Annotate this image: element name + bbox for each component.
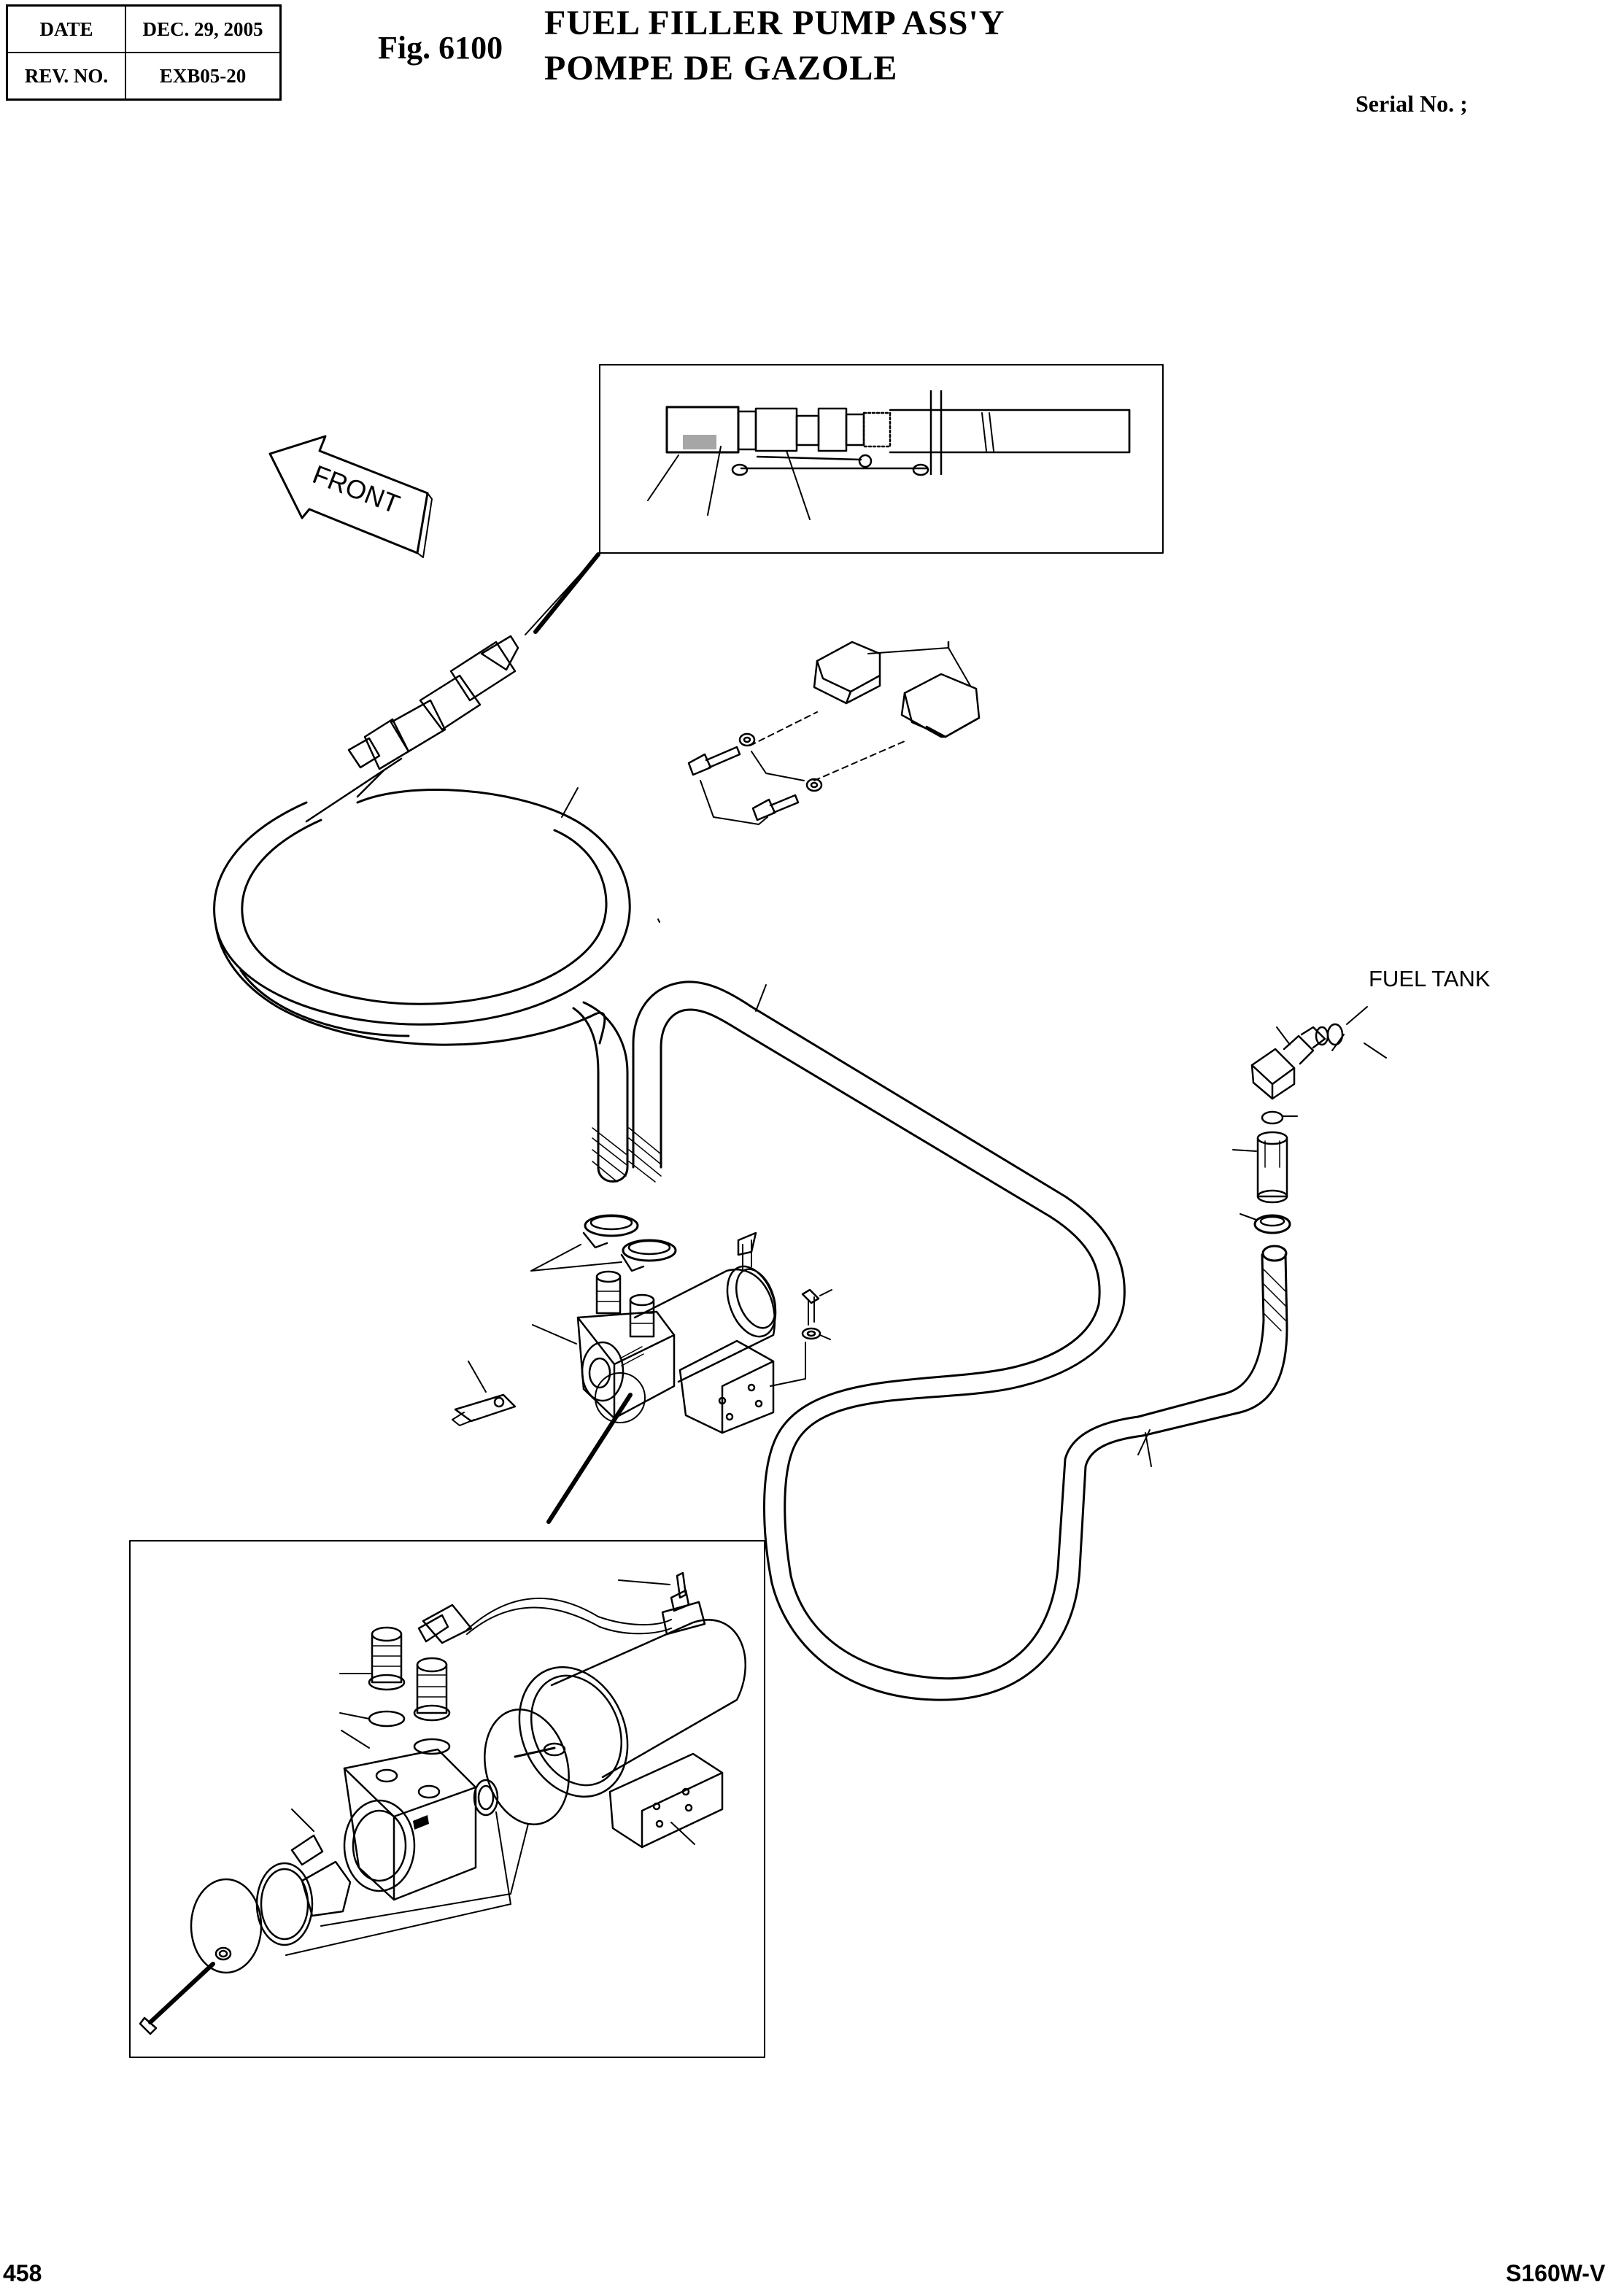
date-label: DATE xyxy=(6,4,126,53)
date-value: DEC. 29, 2005 xyxy=(125,4,282,53)
filler-hose-coil xyxy=(213,787,660,1183)
pump-exploded-inset xyxy=(129,1540,765,2058)
revision-table: DATE DEC. 29, 2005 REV. NO. EXB05-20 xyxy=(6,4,282,101)
figure-number: Fig. 6100 xyxy=(378,30,503,66)
fuel-nozzle xyxy=(305,635,519,823)
supply-hose xyxy=(592,980,1288,1701)
rev-label: REV. NO. xyxy=(6,52,126,101)
figure-title-french: POMPE DE GAZOLE xyxy=(544,49,898,88)
tank-fittings: FUEL TANK xyxy=(1232,966,1490,1234)
fuel-tank-label: FUEL TANK xyxy=(1369,966,1490,991)
hose-clamp-brackets xyxy=(687,641,981,825)
serial-number-label: Serial No. ; xyxy=(1356,90,1468,117)
fuel-pump-main xyxy=(452,1214,832,1524)
model-code: S160W-V xyxy=(1506,2260,1606,2286)
rev-value: EXB05-20 xyxy=(125,52,282,101)
figure-title-english: FUEL FILLER PUMP ASS'Y xyxy=(544,4,1005,42)
front-arrow: FRONT xyxy=(268,435,433,558)
nozzle-detail-inset xyxy=(525,364,1164,635)
page-number: 458 xyxy=(3,2260,42,2286)
front-arrow-label: FRONT xyxy=(309,459,403,519)
